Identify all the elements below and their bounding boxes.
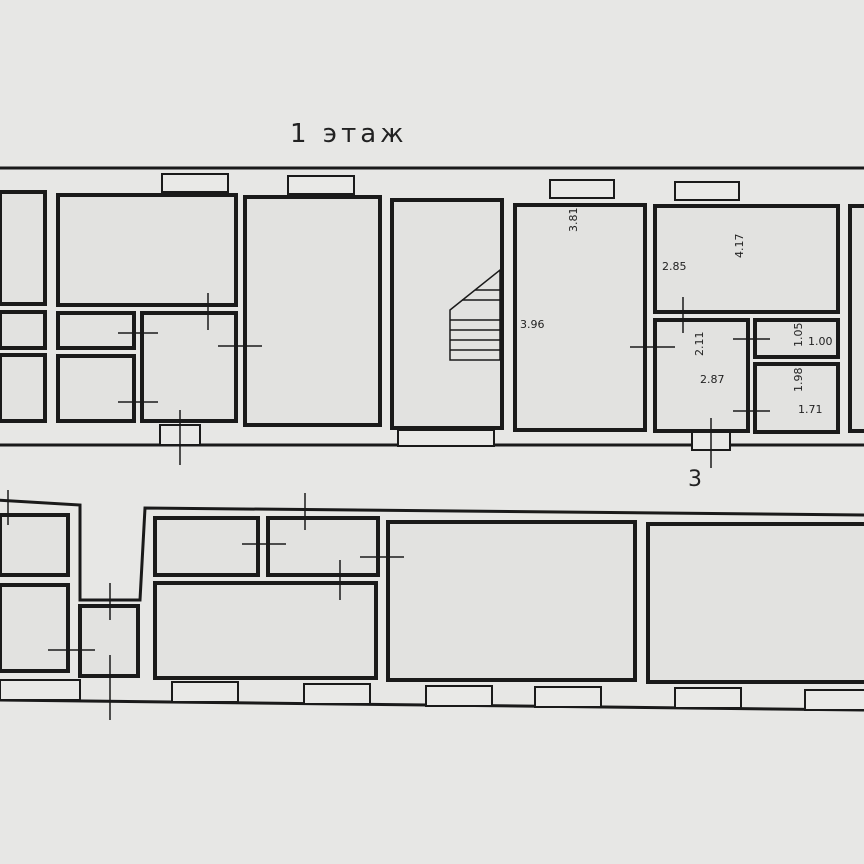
door-marks [7,293,770,720]
room [140,311,238,423]
dimension-label: 1.00 [808,335,833,348]
dimension-label: 3.96 [520,318,545,331]
room [78,604,140,678]
room [646,522,864,684]
window [804,689,864,711]
dimension-label: 2.11 [693,332,706,357]
room [266,516,380,577]
window [534,686,602,708]
stair-room [390,198,504,430]
section-mark: 3 [688,467,702,492]
window [171,681,239,703]
dimension-label: 3.81 [567,208,580,233]
window [549,179,615,199]
dimension-label: 4.17 [733,234,746,259]
room [513,203,647,432]
floor-title: 1 этаж [290,119,408,149]
dimension-label: 2.87 [700,373,725,386]
window [303,683,371,705]
window [161,173,229,193]
dimension-label: 1.71 [798,403,823,416]
room [56,354,136,423]
room [0,190,47,306]
room [653,204,840,314]
room [0,513,70,577]
room [153,516,260,577]
room [0,310,47,350]
room [153,581,378,680]
room [753,362,840,434]
window [425,685,493,707]
dimension-label: 2.85 [662,260,687,273]
room [848,204,864,433]
dimension-label: 1.05 [792,323,805,348]
window [674,181,740,201]
bottom-wing [0,498,864,712]
window [674,687,742,709]
top-wing [0,166,864,451]
window [287,175,355,195]
dimension-label: 1.98 [792,368,805,393]
room [0,583,70,673]
room [56,311,136,350]
room [243,195,382,427]
window [0,679,81,701]
room [56,193,238,307]
room [653,318,750,433]
stairs [449,268,501,361]
room [0,353,47,423]
door-opening [397,429,495,447]
room [386,520,637,682]
